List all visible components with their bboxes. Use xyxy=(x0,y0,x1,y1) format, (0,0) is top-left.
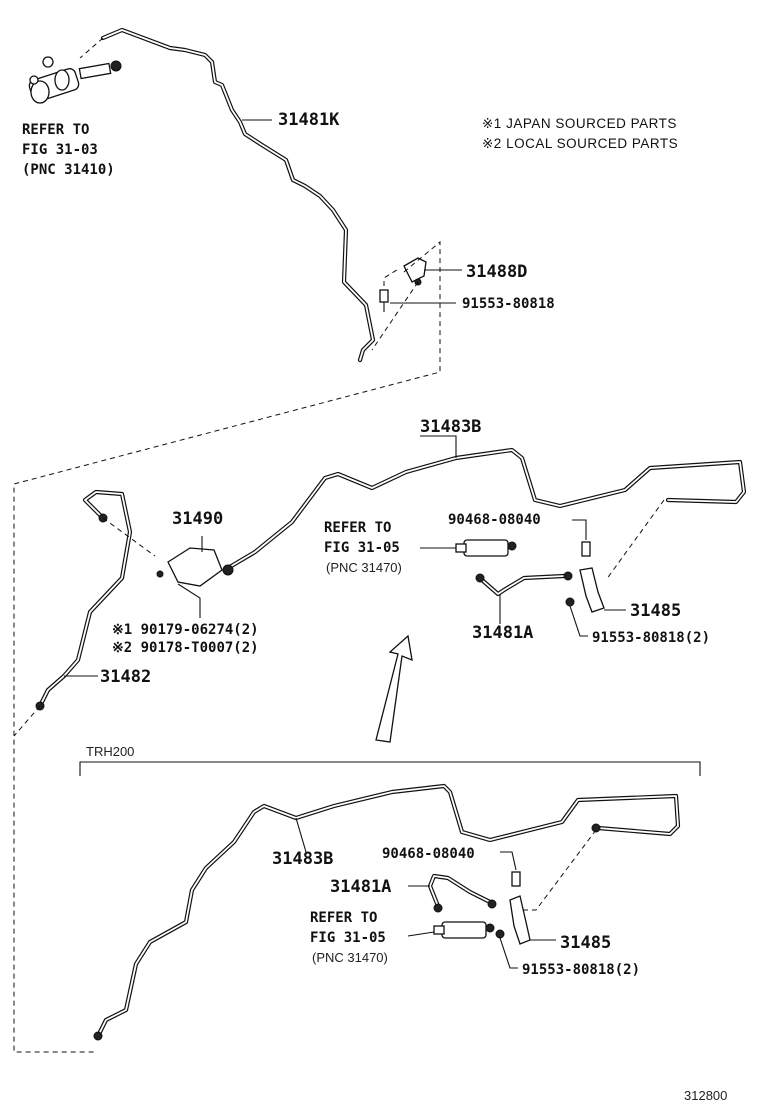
ref-bot-line3: (PNC 31470) xyxy=(312,950,388,965)
release-cylinder-bot xyxy=(433,921,495,939)
variant-bracket-line xyxy=(79,761,701,776)
ref-top-line1: REFER TO xyxy=(22,122,89,138)
bolt-91553-top[interactable] xyxy=(379,289,389,312)
label-91553-mid[interactable]: 91553-80818(2) xyxy=(592,630,710,646)
leader-91553-bot xyxy=(499,937,518,969)
fitting-hose-mid-right xyxy=(563,571,573,581)
leader-91553-mid xyxy=(569,605,588,637)
leader-ref-bot xyxy=(407,931,435,937)
ref-bot-line1: REFER TO xyxy=(310,910,377,926)
ref-mid-line3: (PNC 31470) xyxy=(326,560,402,575)
hose-31481A-mid[interactable] xyxy=(479,573,567,597)
label-90468-bot[interactable]: 90468-08040 xyxy=(382,846,475,862)
bracket-31488D[interactable] xyxy=(403,257,427,286)
fitting-31483B-bot xyxy=(93,1031,103,1041)
leader-90179 xyxy=(177,583,201,618)
fitting-31483B-bot-right xyxy=(591,823,601,833)
label-31490[interactable]: 31490 xyxy=(172,509,223,529)
master-cylinder-assembly xyxy=(28,56,122,104)
dash-bracket-pipe xyxy=(371,281,419,351)
label-31481A-bot[interactable]: 31481A xyxy=(330,877,391,897)
arrow-up-icon xyxy=(375,634,413,743)
leader-31483B-bot xyxy=(295,817,307,853)
dash-link-top xyxy=(79,37,104,59)
variant-label: TRH200 xyxy=(86,744,134,759)
clip-90468-mid[interactable] xyxy=(581,541,591,557)
label-31483B-bot[interactable]: 31483B xyxy=(272,849,333,869)
pipe-31483B-bot[interactable] xyxy=(95,783,681,1039)
leader-90468-bot xyxy=(500,851,517,871)
ref-mid-line1: REFER TO xyxy=(324,520,391,536)
pipe-31482[interactable] xyxy=(37,489,133,709)
bracket-31485-mid[interactable] xyxy=(565,567,605,613)
dash-31485-mid xyxy=(605,499,665,581)
pipe-31481K[interactable] xyxy=(100,27,376,363)
fitting-hose-mid-left xyxy=(475,573,485,583)
dash-31482-bottom xyxy=(13,705,41,737)
label-31481A-mid[interactable]: 31481A xyxy=(472,623,533,643)
dash-section-boundary xyxy=(13,240,441,1053)
ref-bot-line2: FIG 31-05 xyxy=(310,930,386,946)
dash-bolt-top xyxy=(383,267,401,286)
label-31483B-mid[interactable]: 31483B xyxy=(420,417,481,437)
bracket-31490[interactable] xyxy=(156,547,234,587)
label-91553-bot[interactable]: 91553-80818(2) xyxy=(522,962,640,978)
fitting-hose-bot-left xyxy=(433,903,443,913)
hose-31481A-bot[interactable] xyxy=(427,873,493,909)
dash-31482-bracket xyxy=(102,517,156,557)
label-31481K[interactable]: 31481K xyxy=(278,110,340,130)
label-31482[interactable]: 31482 xyxy=(100,667,151,687)
label-31485-mid[interactable]: 31485 xyxy=(630,601,681,621)
leader-90468-mid xyxy=(572,519,587,540)
label-91553-top[interactable]: 91553-80818 xyxy=(462,296,555,312)
clip-90468-bot[interactable] xyxy=(511,871,521,887)
label-90178[interactable]: ※2 90178-T0007(2) xyxy=(112,640,259,656)
ref-top-line3: (PNC 31410) xyxy=(22,162,115,178)
note-japan-sourced: ※1 JAPAN SOURCED PARTS xyxy=(482,116,677,131)
figure-code: 312800 xyxy=(684,1088,727,1103)
ref-top-line2: FIG 31-03 xyxy=(22,142,98,158)
leader-31483B-mid xyxy=(420,435,457,458)
label-31485-bot[interactable]: 31485 xyxy=(560,933,611,953)
note-local-sourced: ※2 LOCAL SOURCED PARTS xyxy=(482,136,678,151)
fitting-hose-bot-right xyxy=(487,899,497,909)
ref-mid-line2: FIG 31-05 xyxy=(324,540,400,556)
dash-31485-bot xyxy=(522,829,597,911)
release-cylinder-mid xyxy=(455,539,517,557)
label-31488D[interactable]: 31488D xyxy=(466,262,527,282)
pipe-31483B-mid[interactable] xyxy=(225,447,747,571)
label-90468-mid[interactable]: 90468-08040 xyxy=(448,512,541,528)
bracket-31485-bot[interactable] xyxy=(495,895,531,945)
label-90179[interactable]: ※1 90179-06274(2) xyxy=(112,622,259,638)
